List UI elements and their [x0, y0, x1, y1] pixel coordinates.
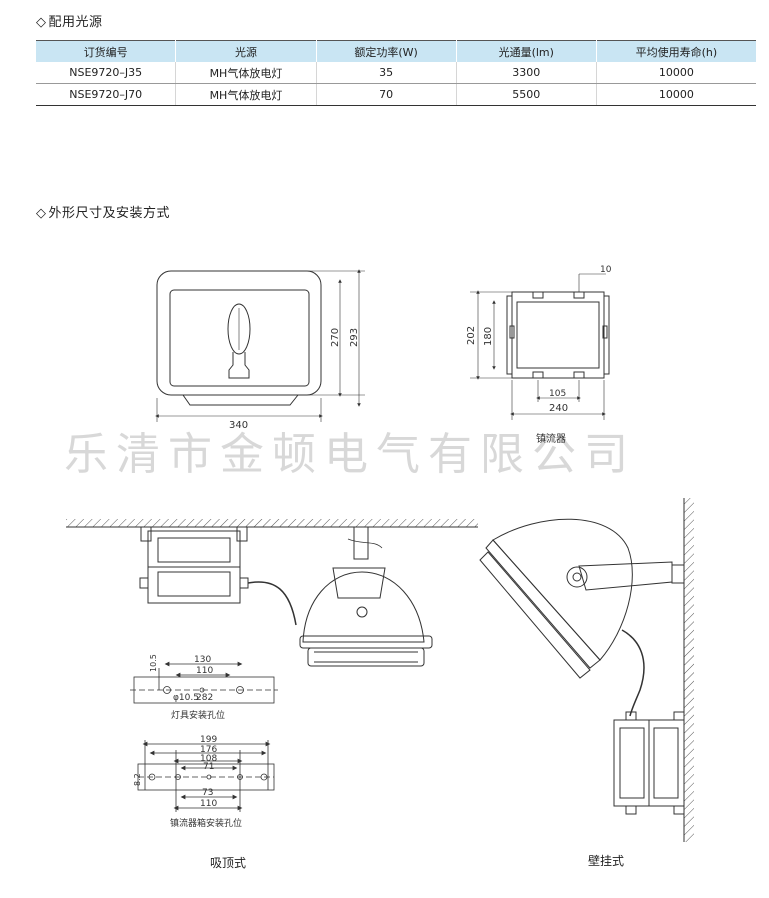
diamond-icon: ◇	[36, 206, 47, 221]
wall-mount-caption: 壁挂式	[588, 854, 625, 868]
ballast-inner	[516, 301, 600, 369]
ballast-top-view	[506, 291, 610, 379]
ballast-body	[511, 291, 605, 379]
wall-mount-view	[479, 498, 694, 842]
dim-lamp-hole-1: 10.5	[149, 654, 158, 672]
dim-lamp-width: 340	[229, 420, 248, 431]
lamp-housing-side	[302, 571, 425, 643]
lamp-base	[182, 394, 299, 406]
dim-ballast-height-inner: 180	[483, 327, 494, 346]
ceiling-mount-view	[66, 519, 478, 667]
dim-lamp-hole-4: 282	[196, 693, 213, 703]
column-header: 额定功率(W)	[316, 40, 457, 62]
wall-lamp-frame	[485, 539, 601, 669]
lamp-arm	[332, 567, 386, 599]
ballast-dimension-lines	[470, 273, 606, 420]
table-cell: MH气体放电灯	[175, 83, 317, 106]
column-header: 订货编号	[36, 40, 177, 62]
dim-lamp-height-outer: 293	[349, 328, 360, 347]
dim-lamp-hole-3: 110	[196, 666, 213, 676]
lamp-lens	[307, 647, 425, 667]
wall-arm	[578, 561, 673, 591]
lamp-hole-caption: 灯具安装孔位	[171, 709, 225, 721]
table-cell: 10000	[596, 62, 756, 84]
dim-ballast-hole-3: 108	[200, 754, 217, 764]
dim-ballast-hole-4: 71	[203, 762, 214, 772]
dim-ballast-hole-5: 8.2	[133, 773, 142, 786]
table-cell: 10000	[596, 83, 756, 106]
table-header-row: 订货编号 光源 额定功率(W) 光通量(lm) 平均使用寿命(h)	[36, 40, 756, 62]
column-header: 光通量(lm)	[456, 40, 597, 62]
table-row: NSE9720–J70 MH气体放电灯 70 5500 10000	[36, 83, 756, 106]
dim-ballast-width: 240	[549, 403, 568, 414]
lamp-hole-detail	[130, 661, 278, 704]
lamp-glass	[169, 289, 310, 387]
column-header: 光源	[175, 40, 317, 62]
ballast-hole-caption: 镇流器箱安装孔位	[170, 817, 242, 829]
wall-bracket-plate	[671, 564, 685, 584]
dim-ballast-hole-7: 110	[200, 799, 217, 809]
section-title-text: 配用光源	[48, 15, 103, 30]
company-watermark: 乐清市金顿电气有限公司	[64, 429, 636, 480]
table-cell: 70	[316, 83, 457, 106]
dim-ballast-height-outer: 202	[466, 326, 477, 345]
dim-lamp-height-inner: 270	[330, 328, 341, 347]
diamond-icon: ◇	[36, 15, 47, 30]
lamp-outer-housing	[156, 270, 322, 396]
dim-ballast-hole-2: 176	[200, 745, 217, 755]
lamp-bulb	[227, 303, 251, 355]
table-row: NSE9720–J35 MH气体放电灯 35 3300 10000	[36, 62, 756, 84]
lamp-front-view	[156, 270, 322, 406]
dim-ballast-hole-1: 199	[200, 735, 217, 745]
section-title-light-source: ◇配用光源	[36, 11, 103, 30]
wall-lamp-housing	[492, 518, 633, 661]
column-header: 平均使用寿命(h)	[596, 40, 756, 62]
table-cell: MH气体放电灯	[175, 62, 317, 84]
ballast-caption: 镇流器	[536, 432, 566, 445]
dim-ballast-hole-span: 105	[549, 389, 566, 399]
table-cell: 35	[316, 62, 457, 84]
wall-lamp-lens	[479, 551, 591, 679]
ceiling-mount-caption: 吸顶式	[210, 856, 247, 870]
section-title-text: 外形尺寸及安装方式	[48, 206, 171, 221]
dim-lamp-hole-2: 130	[194, 655, 211, 665]
dim-lamp-hole-diameter: φ10.5	[173, 693, 199, 703]
lamp-dimension-lines	[155, 269, 365, 422]
lamp-socket	[228, 352, 250, 379]
section-title-dimensions: ◇外形尺寸及安装方式	[36, 202, 170, 221]
table-cell: NSE9720–J70	[36, 83, 177, 106]
ballast-hole-detail	[137, 740, 275, 812]
table-cell: 3300	[456, 62, 597, 84]
dim-ballast-top: 10	[600, 265, 612, 275]
dim-ballast-hole-6: 73	[202, 788, 213, 798]
table-cell: NSE9720–J35	[36, 62, 177, 84]
light-source-table: 订货编号 光源 额定功率(W) 光通量(lm) 平均使用寿命(h) NSE972…	[36, 40, 756, 106]
table-cell: 5500	[456, 83, 597, 106]
